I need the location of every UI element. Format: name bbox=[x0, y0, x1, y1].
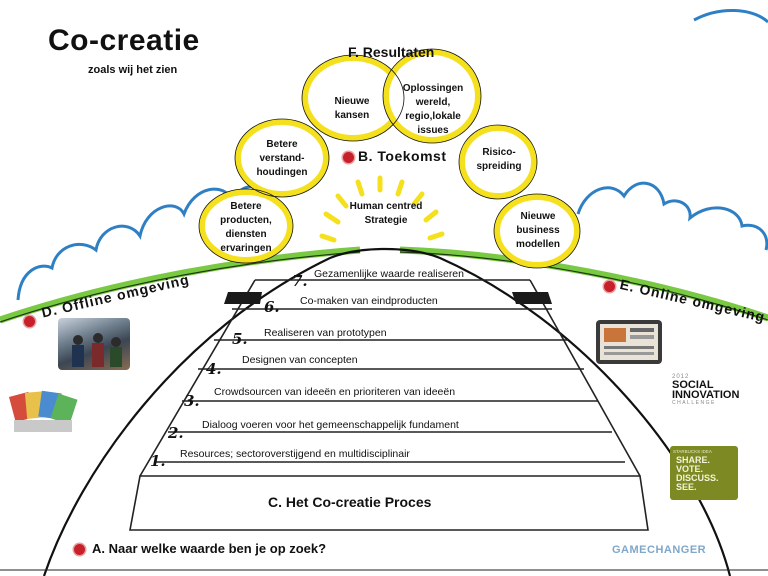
step-7-label: Gezamenlijke waarde realiseren bbox=[314, 268, 464, 280]
bubble-better-relations: Betere verstand- houdingen bbox=[256, 139, 308, 178]
step-6-label: Co-maken van eindproducten bbox=[300, 295, 438, 307]
strategy-label: Human centred Strategie bbox=[349, 201, 423, 226]
staircase bbox=[129, 279, 649, 531]
step-5-number: 5. bbox=[232, 330, 248, 348]
future-dot bbox=[343, 152, 354, 163]
bubble-risk-spreading: Risico- spreiding bbox=[476, 147, 522, 172]
result-bubbles bbox=[199, 49, 580, 268]
website-screenshot-icon bbox=[600, 324, 658, 360]
right-block bbox=[512, 292, 552, 304]
people-icon bbox=[72, 333, 122, 367]
cards-photo bbox=[6, 386, 78, 436]
page-subtitle: zoals wij het zien bbox=[88, 64, 178, 76]
step-1-number: 1. bbox=[150, 452, 166, 470]
question-label: A. Naar welke waarde ben je op zoek? bbox=[92, 541, 327, 556]
step-4-number: 4. bbox=[206, 360, 222, 378]
step-6-number: 6. bbox=[264, 298, 280, 316]
step-7-number: 7. bbox=[292, 272, 308, 290]
bubble-new-opportunities: Nieuwe kansen bbox=[334, 96, 370, 121]
left-block bbox=[224, 292, 262, 304]
right-grass bbox=[399, 246, 768, 322]
screen-photo bbox=[596, 320, 662, 364]
gamechanger-logo: GAMECHANGER bbox=[612, 544, 707, 556]
process-title: C. Het Co-creatie Proces bbox=[268, 494, 432, 510]
hill bbox=[42, 247, 732, 576]
social-logo-year: 2012 bbox=[672, 374, 690, 380]
step-2-label: Dialoog voeren voor het gemeenschappelij… bbox=[202, 419, 459, 431]
right-cloud bbox=[576, 181, 768, 251]
step-3-label: Crowdsourcen van ideeën en prioriteren v… bbox=[214, 386, 456, 398]
workshop-photo bbox=[58, 318, 130, 370]
step-1-label: Resources; sectoroverstijgend en multidi… bbox=[180, 448, 410, 460]
share-vote-logo: STARBUCKS IDEA SHARE. VOTE. DISCUSS. SEE… bbox=[670, 446, 738, 500]
online-dot bbox=[604, 281, 615, 292]
social-logo-main: SOCIAL INNOVATION bbox=[672, 379, 740, 401]
step-2-number: 2. bbox=[168, 424, 184, 442]
step-3-number: 3. bbox=[184, 392, 200, 410]
step-4-label: Designen van concepten bbox=[242, 354, 358, 366]
bubble-new-business-models: Nieuwe business modellen bbox=[516, 211, 560, 250]
cards-icon bbox=[8, 390, 78, 432]
step-5-label: Realiseren van prototypen bbox=[264, 327, 387, 339]
question-dot bbox=[74, 544, 85, 555]
social-innovation-logo: 2012 SOCIAL INNOVATION CHALLENGE bbox=[672, 374, 752, 406]
bubble-better-products: Betere producten, diensten ervaringen bbox=[220, 201, 272, 254]
social-logo-sub: CHALLENGE bbox=[672, 400, 716, 406]
left-grass bbox=[0, 246, 361, 324]
future-label: B. Toekomst bbox=[358, 148, 447, 164]
share-logo-top: STARBUCKS IDEA bbox=[673, 449, 712, 454]
share-logo-main: SHARE. VOTE. DISCUSS. SEE. bbox=[676, 455, 719, 492]
offline-dot bbox=[24, 316, 35, 327]
sun-rays bbox=[319, 175, 445, 243]
results-title: F. Resultaten bbox=[348, 44, 435, 60]
page-title: Co-creatie bbox=[48, 24, 200, 57]
bubble-solutions: Oplossingen wereld, regio,lokale issues bbox=[402, 83, 464, 136]
